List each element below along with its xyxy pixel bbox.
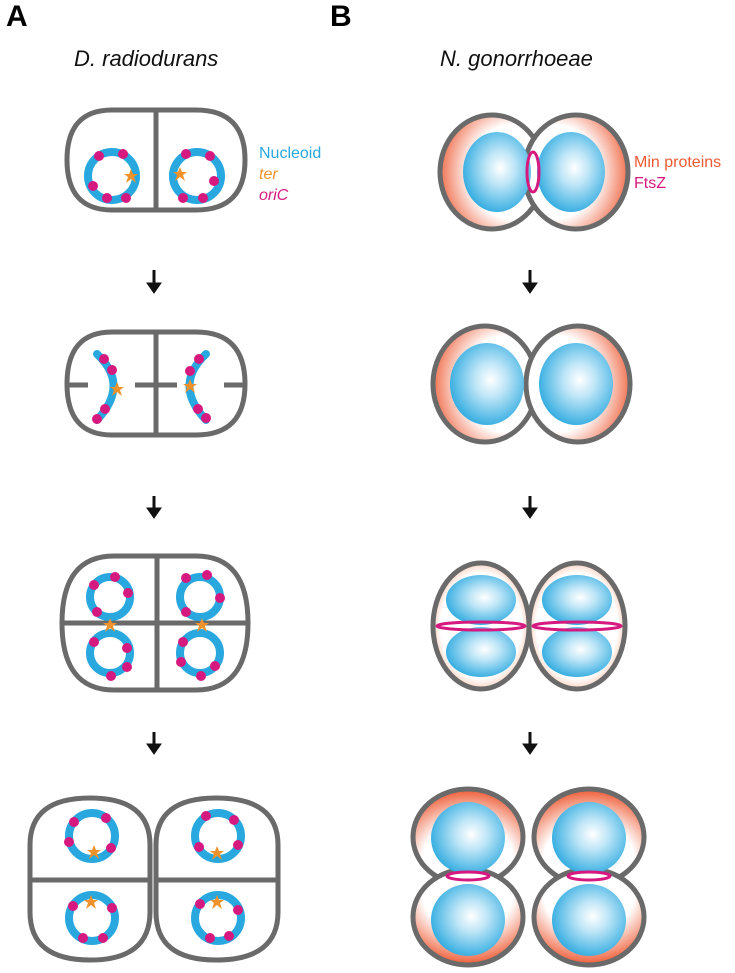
oric-markers bbox=[64, 811, 243, 943]
arrow-down-icon bbox=[522, 270, 538, 294]
neisseria-stage-2 bbox=[430, 323, 633, 445]
nucleoid bbox=[446, 627, 516, 677]
oric-markers bbox=[88, 149, 219, 203]
ter-markers bbox=[110, 379, 197, 396]
cell-outline bbox=[59, 553, 251, 693]
nucleoid bbox=[463, 132, 531, 212]
arrow-down-icon bbox=[146, 270, 162, 294]
organism-title-b: N. gonorrhoeae bbox=[440, 46, 593, 71]
ftsz-ring bbox=[525, 150, 541, 194]
neisseria-stage-3 bbox=[430, 560, 628, 692]
panel-a-label: A bbox=[6, 0, 28, 33]
nucleoid bbox=[450, 343, 524, 425]
legend-nucleoid: Nucleoid bbox=[259, 145, 321, 162]
nucleoids bbox=[65, 809, 245, 945]
stage-arrows-a bbox=[146, 270, 162, 755]
neisseria-stage-4 bbox=[410, 786, 647, 968]
nucleoid bbox=[169, 148, 225, 204]
ftsz-ring bbox=[531, 620, 623, 632]
legend-oric: oriC bbox=[259, 187, 289, 204]
arrow-down-icon bbox=[522, 732, 538, 755]
nucleoid bbox=[537, 132, 605, 212]
legend-a: Nucleoid ter oriC bbox=[259, 145, 321, 204]
nucleoid bbox=[431, 802, 505, 874]
oric-markers bbox=[89, 570, 225, 681]
cell-outline bbox=[64, 107, 248, 213]
arrow-down-icon bbox=[522, 496, 538, 519]
nucleoid bbox=[431, 884, 505, 956]
deinococcus-stage-3 bbox=[59, 553, 251, 693]
ter-markers bbox=[124, 167, 187, 183]
organism-title-a: D. radiodurans bbox=[74, 46, 218, 71]
arrow-down-icon bbox=[146, 732, 162, 755]
nucleoid bbox=[552, 884, 626, 956]
ftsz-ring bbox=[445, 870, 491, 882]
legend-ftsz: FtsZ bbox=[634, 175, 666, 192]
ftsz-ring bbox=[566, 870, 612, 882]
neisseria-stage-1 bbox=[437, 112, 631, 232]
cell-outlines bbox=[27, 795, 281, 963]
nucleoid bbox=[446, 575, 516, 625]
legend-b: Min proteins FtsZ bbox=[634, 154, 721, 192]
stage-arrows-b bbox=[522, 270, 538, 755]
nucleoid bbox=[542, 627, 612, 677]
oric-markers bbox=[92, 354, 211, 424]
ftsz-ring bbox=[435, 620, 527, 632]
deinococcus-stage-4 bbox=[27, 795, 281, 963]
panel-b-label: B bbox=[330, 0, 352, 33]
deinococcus-stage-1 bbox=[64, 107, 248, 213]
nucleoid bbox=[539, 343, 613, 425]
legend-min-proteins: Min proteins bbox=[634, 154, 721, 171]
arrow-down-icon bbox=[146, 496, 162, 519]
nucleoid bbox=[84, 148, 140, 204]
cell-outline bbox=[64, 329, 248, 438]
deinococcus-stage-2 bbox=[64, 329, 248, 438]
ter-markers bbox=[103, 618, 209, 632]
legend-ter: ter bbox=[259, 166, 278, 183]
nucleoid bbox=[542, 575, 612, 625]
nucleoid bbox=[552, 802, 626, 874]
ter-markers bbox=[84, 845, 224, 909]
